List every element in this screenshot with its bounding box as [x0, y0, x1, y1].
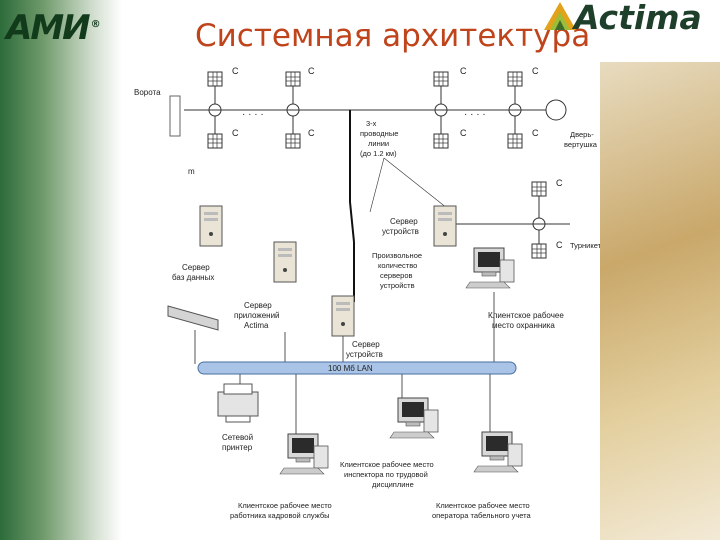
lines-label: 3-х	[366, 119, 377, 128]
lan-bar	[197, 361, 517, 375]
controller-label: С	[460, 128, 467, 138]
ami-logo: АМИ®	[6, 8, 101, 48]
network-switch	[167, 305, 219, 331]
door-label: Дверь-	[570, 130, 594, 139]
left-gradient-bar	[0, 0, 122, 540]
ellipsis: · · · ·	[464, 109, 486, 120]
controller-group-right	[350, 71, 567, 149]
turnstile-label: Турникет	[570, 241, 600, 250]
app-server-label: Сервер	[244, 301, 272, 310]
hr-ws-label: работника кадровой службы	[230, 511, 330, 520]
time-ws-label: Клиентское рабочее место	[436, 501, 530, 510]
inspector-workstation	[389, 397, 439, 439]
arbitrary-label: устройств	[380, 281, 415, 290]
device-server-top-label: Сервер	[390, 217, 418, 226]
background-photo	[600, 60, 720, 540]
controller-label: С	[308, 66, 315, 76]
controller-label: С	[232, 66, 239, 76]
guard-workstation	[465, 247, 515, 289]
db-server-label: Сервер	[182, 263, 210, 272]
printer-label: Сетевой	[222, 433, 253, 442]
header-band	[122, 0, 720, 62]
controller-group-left	[184, 71, 350, 149]
app-server-label: Actima	[244, 321, 269, 330]
device-server-top-label: устройств	[382, 227, 419, 236]
controller-label: С	[556, 178, 563, 188]
actima-logo-icon	[544, 2, 576, 30]
page-title: Системная архитектура	[195, 18, 591, 54]
inspector-ws-label: Клиентское рабочее место	[340, 460, 434, 469]
controller-label: С	[532, 128, 539, 138]
db-server-label: баз данных	[172, 273, 214, 282]
app-server-label: приложений	[234, 311, 280, 320]
architecture-diagram: Ворота m С С С С · · · · С С С С · · · ·…	[134, 66, 602, 520]
controller-label: С	[460, 66, 467, 76]
arbitrary-label: серверов	[380, 271, 413, 280]
gate-label: Ворота	[134, 88, 161, 97]
inspector-ws-label: дисциплине	[372, 480, 414, 489]
time-ws-label: оператора табельного учета	[432, 511, 532, 520]
actima-logo: Actima	[540, 0, 720, 38]
lines-label: (до 1.2 км)	[360, 149, 397, 158]
diagram-canvas: Ворота m С С С С · · · · С С С С · · · ·…	[122, 62, 602, 540]
lan-label: 100 Мб LAN	[328, 364, 373, 373]
network-printer	[217, 383, 259, 423]
hr-workstation	[279, 433, 329, 475]
device-server-bottom-label: устройств	[346, 350, 383, 359]
inspector-ws-label: инспектора по трудовой	[344, 470, 428, 479]
device-server-bottom	[331, 295, 355, 337]
controller-label: С	[308, 128, 315, 138]
hr-ws-label: Клиентское рабочее место	[238, 501, 332, 510]
printer-label: принтер	[222, 443, 253, 452]
controller-label: С	[532, 66, 539, 76]
ellipsis: · · · ·	[242, 109, 264, 120]
gate-suffix: m	[188, 167, 195, 176]
device-server-bottom-label: Сервер	[352, 340, 380, 349]
arbitrary-label: Произвольное	[372, 251, 422, 260]
controller-label: С	[232, 128, 239, 138]
gate-icon	[169, 95, 181, 137]
guard-ws-label: Клиентское рабочее	[488, 311, 564, 320]
timekeeping-workstation	[473, 431, 523, 473]
device-server-top	[433, 205, 457, 247]
lines-label: линии	[368, 139, 389, 148]
door-label: вертушка	[564, 140, 598, 149]
app-server	[273, 241, 297, 283]
controller-label: С	[556, 240, 563, 250]
db-server	[199, 205, 223, 247]
guard-ws-label: место охранника	[492, 321, 555, 330]
lines-label: проводные	[360, 129, 398, 138]
arbitrary-label: количество	[378, 261, 417, 270]
